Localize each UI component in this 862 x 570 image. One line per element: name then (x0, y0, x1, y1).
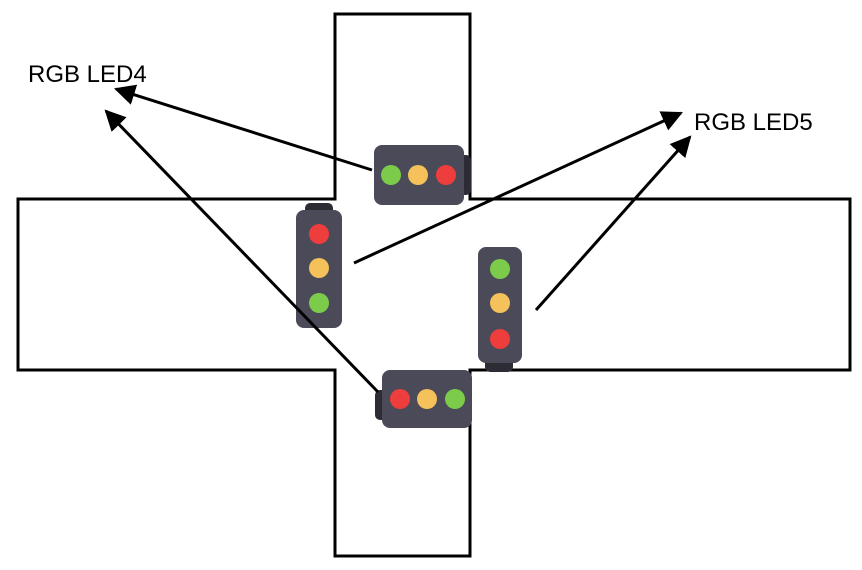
road-outline (16, 12, 852, 558)
arrow-bottom-to-led4 (104, 109, 380, 394)
lamp (390, 389, 410, 409)
lamp (490, 259, 510, 279)
lamp (309, 293, 329, 313)
lamp (309, 258, 329, 278)
arrow-left-to-led5 (353, 111, 683, 265)
traffic-light-right (478, 247, 522, 372)
traffic-light-left (296, 203, 342, 328)
traffic-light-top (374, 145, 471, 205)
lamp (436, 165, 456, 185)
lamp (490, 329, 510, 349)
arrow-right-to-led5 (534, 135, 692, 311)
lamp (408, 165, 428, 185)
lamp (309, 224, 329, 244)
label-rgb-led5: RGB LED5 (694, 109, 813, 136)
lamp (445, 389, 465, 409)
lamp (417, 389, 437, 409)
lamp (490, 293, 510, 313)
label-rgb-led4: RGB LED4 (28, 61, 147, 88)
arrow-top-to-led4 (113, 84, 373, 172)
lamp (381, 165, 401, 185)
traffic-light-bottom (375, 370, 472, 428)
